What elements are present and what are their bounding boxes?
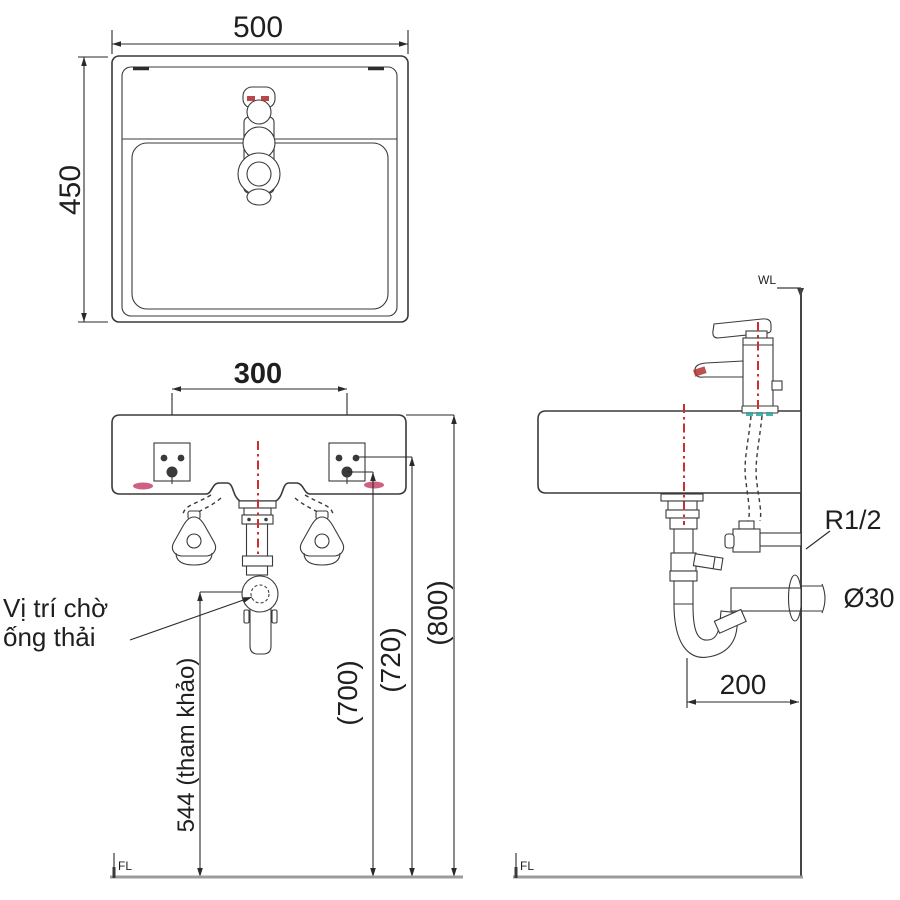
faucet-side-view — [693, 318, 783, 416]
dim-wall-offset-200: 200 — [686, 658, 799, 708]
dim-700: (700) — [332, 471, 376, 877]
angle-valve-side: R1/2 — [724, 505, 882, 553]
dim-720: (720) — [357, 456, 415, 877]
floor-line-left: FL — [110, 853, 463, 879]
hot-cold-mark-right — [261, 96, 269, 101]
sink-side-outline — [537, 410, 802, 494]
dim-label-720: (720) — [375, 627, 406, 692]
dim-label-700: (700) — [332, 660, 363, 725]
side-view: WL — [513, 273, 895, 879]
dim-depth-450: 450 — [54, 56, 108, 323]
dim-hole-spacing-300: 300 — [171, 358, 348, 467]
wall-flange — [787, 574, 803, 622]
top-view: 500 450 — [54, 11, 409, 323]
gasket-mark-3 — [766, 412, 773, 416]
floor-label-right: FL — [520, 859, 534, 873]
hot-cold-mark-left — [247, 96, 255, 101]
dim-label-800: (800) — [422, 580, 453, 645]
supply-hose-side — [744, 415, 763, 522]
waste-position-note: Vị trí chờ ống thải — [3, 593, 253, 652]
floor-label-left: FL — [118, 859, 132, 873]
dim-544: 544 (tham khảo) — [173, 591, 242, 877]
note-line-1: Vị trí chờ — [3, 593, 108, 623]
dim-width-500: 500 — [111, 11, 409, 54]
gasket-mark-2 — [756, 412, 763, 416]
faucet-top-view — [237, 86, 281, 206]
valve-thread-label: R1/2 — [824, 505, 881, 535]
drain-diameter-label: Ø30 — [843, 583, 894, 613]
note-line-2: ống thải — [3, 622, 96, 652]
supply-hose-left — [182, 494, 222, 516]
gasket-mark-1 — [746, 412, 753, 416]
dim-label-450: 450 — [54, 165, 87, 215]
p-trap-bend — [673, 603, 740, 658]
dim-label-544: 544 (tham khảo) — [173, 658, 200, 833]
dim-label-200: 200 — [720, 669, 767, 700]
angle-valve-left — [171, 510, 217, 566]
dim-label-500: 500 — [233, 11, 283, 44]
supply-hose-right — [294, 494, 334, 516]
drain-side-view: Ø30 — [660, 493, 895, 658]
trap-outlet-pipe — [730, 587, 802, 612]
seal-mark-right — [364, 481, 384, 489]
spout-tip-mark — [693, 366, 707, 377]
front-view: 300 — [3, 358, 463, 879]
wall-line: WL — [758, 273, 804, 877]
mounting-bracket-left — [153, 442, 191, 484]
mounting-bracket-right — [328, 442, 366, 484]
seal-mark-left — [133, 482, 153, 490]
dim-label-300: 300 — [234, 358, 282, 390]
dim-800: (800) — [406, 414, 457, 877]
waste-trap-outlet — [241, 575, 279, 613]
wall-label: WL — [758, 273, 776, 287]
note-leader-line — [129, 596, 253, 641]
angle-valve-right — [299, 510, 345, 566]
floor-line-right: FL — [513, 853, 803, 879]
